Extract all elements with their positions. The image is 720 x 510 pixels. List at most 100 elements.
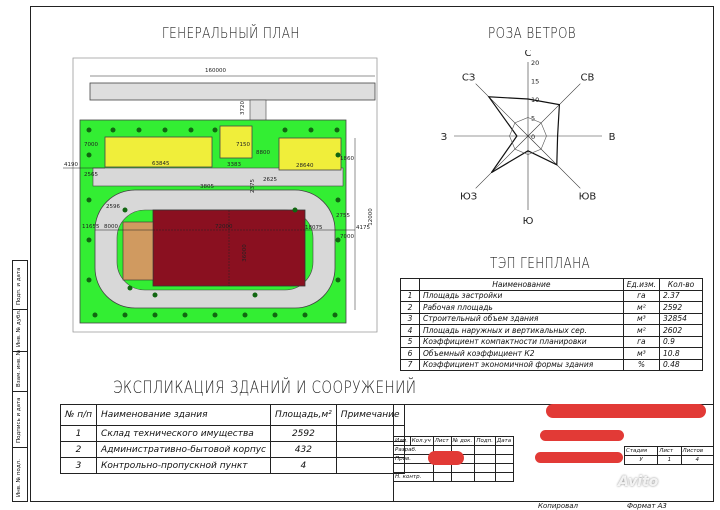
exp-num: 1 (59, 425, 98, 442)
exp-num: 2 (59, 441, 98, 458)
wind-direction-label: ЮВ (579, 191, 597, 202)
tep-num: 6 (400, 347, 420, 360)
tep-name: Коэффициент экономичной формы здания (419, 358, 624, 371)
dim-label: 160000 (205, 68, 226, 74)
dim-label: 3805 (200, 184, 214, 190)
tep-name: Строительный объем здания (419, 312, 624, 325)
drawing-sheet (30, 6, 714, 502)
dim-label: 8000 (104, 224, 118, 230)
exp-header: Площадь,м² (269, 404, 337, 426)
building-mid (219, 125, 253, 159)
format-label: Формат А3 (627, 502, 667, 510)
side-label: Подпись и дата (16, 397, 22, 443)
tep-value: 2.37 (659, 289, 703, 302)
stage-head: Листов (680, 446, 715, 456)
tep-header: Ед.изм. (622, 278, 661, 291)
stamp-head: Кол.уч (409, 436, 434, 446)
exp-num: 3 (59, 457, 98, 474)
dim-label: 28640 (296, 163, 314, 169)
tep-unit: га (622, 335, 661, 348)
stamp-head: Лист (432, 436, 452, 446)
stamp-head: Подп. (474, 436, 496, 446)
dim-label: 4175 (356, 225, 370, 231)
dim-label: 7150 (236, 142, 250, 148)
exp-name: Административно-бытовой корпус (96, 441, 271, 458)
tep-num: 4 (400, 324, 420, 337)
tep-value: 32854 (659, 312, 703, 325)
tep-num: 5 (400, 335, 420, 348)
dim-label: 12000 (367, 208, 374, 226)
wind-direction-label: В (609, 132, 616, 143)
redaction (535, 452, 623, 463)
stamp-razrab: Разраб. (393, 445, 434, 455)
side-label: Взам. инв. № (16, 349, 22, 387)
dim-label: 72000 (215, 224, 233, 230)
wind-scale-label: 0 (531, 133, 535, 141)
dim-label: 7000 (340, 234, 354, 240)
tep-value: 0.48 (659, 358, 703, 371)
wind-axis (475, 83, 529, 137)
tep-unit: м² (622, 324, 661, 337)
watermark-logo: Avito (618, 474, 659, 490)
tep-value: 2592 (659, 301, 703, 314)
explication-title: ЭКСПЛИКАЦИЯ ЗДАНИЙ И СООРУЖЕНИЙ (113, 378, 417, 398)
tep-unit: % (622, 358, 661, 371)
stage-head: Лист (657, 446, 682, 456)
exp-header: Наименование здания (96, 404, 271, 426)
exp-area: 4 (269, 457, 337, 474)
side-label: Инв. № подл. (16, 459, 22, 497)
stage-val: 4 (680, 455, 715, 465)
wind-direction-label: З (441, 132, 447, 143)
tep-value: 10.8 (659, 347, 703, 360)
exp-name: Склад технического имущества (96, 425, 271, 442)
building-right (278, 137, 342, 171)
exp-area: 432 (269, 441, 337, 458)
tep-name: Объемный коэффициент К2 (419, 347, 624, 360)
tep-title: ТЭП ГЕНПЛАНА (490, 254, 591, 272)
tep-num: 2 (400, 301, 420, 314)
dim-label: 11655 (82, 224, 100, 230)
dim-label: 2596 (106, 204, 120, 210)
dim-label: 1860 (340, 156, 354, 162)
dim-label: 2625 (263, 177, 277, 183)
stamp-head: Дата (494, 436, 515, 446)
tep-unit: га (622, 289, 661, 302)
wind-rose-title: РОЗА ВЕТРОВ (488, 24, 577, 42)
wind-scale-label: 5 (531, 115, 535, 123)
wind-axis (527, 135, 581, 189)
redaction (428, 451, 464, 465)
dim-label: 3383 (227, 162, 241, 168)
tep-num: 1 (400, 289, 420, 302)
top-road (89, 82, 376, 101)
dim-label: 3720 (240, 101, 246, 115)
dim-label: 36000 (241, 244, 248, 262)
dim-label: 7000 (84, 142, 98, 148)
tep-unit: м³ (622, 312, 661, 325)
explication-table: № п/п Наименование здания Площадь,м² При… (59, 404, 405, 474)
exp-area: 2592 (269, 425, 337, 442)
tep-name: Площадь застройки (419, 289, 624, 302)
tep-name: Площадь наружных и вертикальных сер. (419, 324, 624, 337)
exp-header: № п/п (59, 404, 98, 426)
wind-rose-calm-ring (509, 117, 547, 155)
dim-label: 2375 (250, 179, 256, 193)
tep-name: Коэффициент компактности планировки (419, 335, 624, 348)
loading-area (122, 221, 154, 281)
dim-label: 63845 (152, 161, 170, 167)
side-label: Инв. № дубл. (16, 309, 22, 347)
dim-label: 2755 (336, 213, 350, 219)
wind-axis (527, 83, 581, 137)
tep-header: Наименование (419, 278, 624, 291)
dim-label: 8800 (256, 150, 270, 156)
stamp-nkontr: Н. контр. (393, 472, 434, 482)
tep-num: 7 (400, 358, 420, 371)
tep-header (400, 278, 420, 291)
wind-direction-label: Ю (523, 216, 534, 227)
wind-direction-label: СЗ (462, 73, 475, 84)
